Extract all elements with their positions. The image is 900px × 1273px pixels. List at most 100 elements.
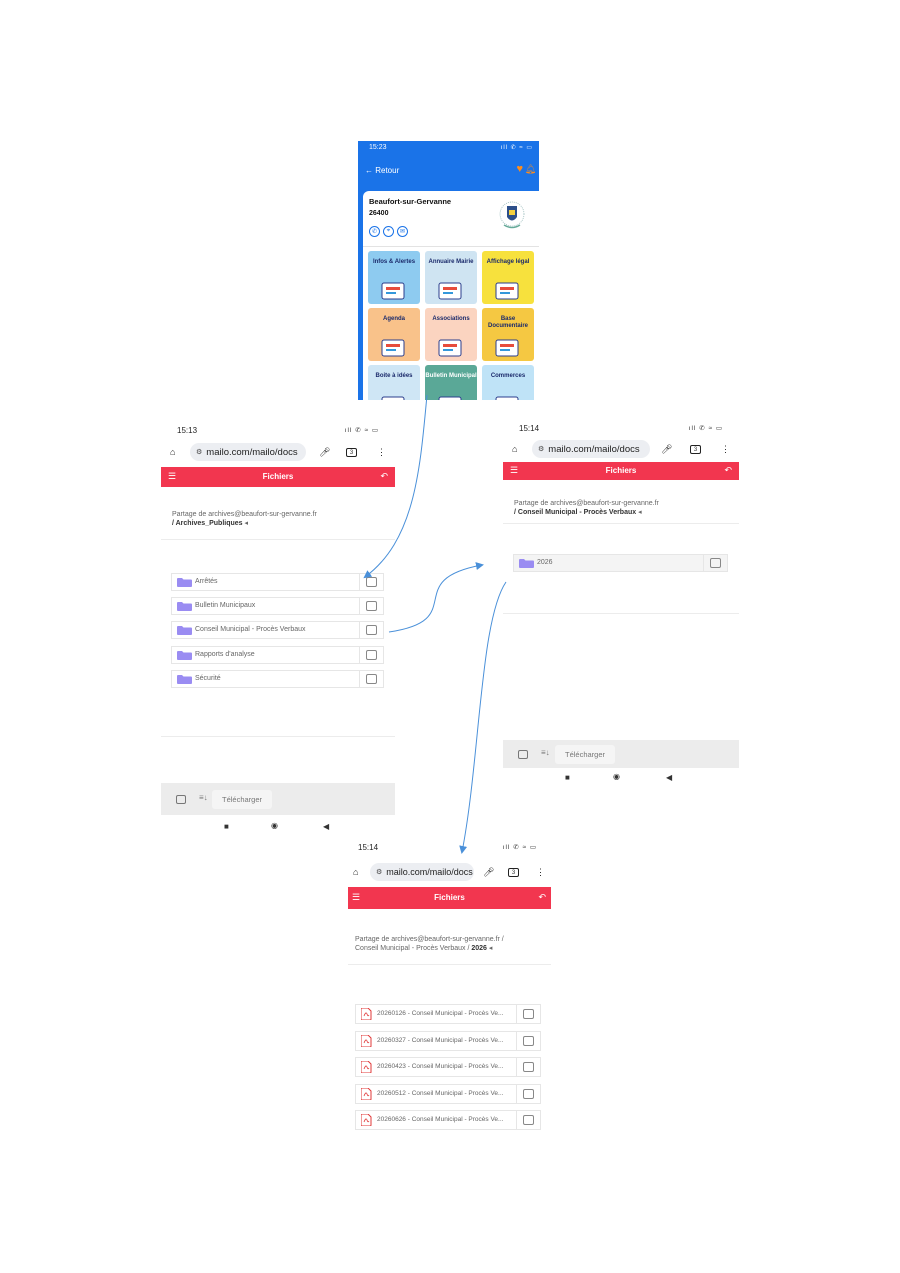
folder-row[interactable]: Arrêtés [171, 573, 384, 591]
tile-infos-alertes[interactable]: Infos & Alertes [368, 251, 420, 304]
folder-row[interactable]: Bulletin Municipaux [171, 597, 384, 616]
row-checkbox[interactable] [523, 1088, 534, 1099]
back-arrow-icon[interactable]: ↶ [380, 471, 388, 481]
screen-2026-files: 15:14 ıll ✆ ≈ ▭ ⌂ ⚙ mailo.com/mailo/docs… [348, 838, 551, 1138]
more-menu-icon[interactable]: ⋮ [721, 444, 730, 454]
url-bar[interactable]: ⚙ mailo.com/mailo/docs [532, 440, 650, 458]
tile-annuaire-mairie[interactable]: Annuaire Mairie [425, 251, 477, 304]
location-icon[interactable]: ⌖ [383, 226, 394, 237]
recents-nav-icon[interactable]: ■ [224, 822, 229, 831]
folder-row[interactable]: Rapports d'analyse [171, 645, 384, 664]
menu-icon[interactable]: ☰ [168, 471, 177, 481]
download-button[interactable]: Télécharger [555, 745, 616, 764]
more-menu-icon[interactable]: ⋮ [536, 867, 545, 877]
tile-label: Associations [432, 316, 470, 322]
heart-icon[interactable]: ♥ [516, 163, 523, 175]
current-folder-path[interactable]: 2026 [471, 945, 487, 952]
folder-name: Bulletin Municipaux [195, 602, 256, 610]
breadcrumb: Partage de archives@beaufort-sur-gervann… [355, 936, 504, 952]
tile-bulletin-municipal[interactable]: Bulletin Municipal [425, 365, 477, 400]
folder-row[interactable]: Sécurité [171, 669, 384, 688]
tab-count-button[interactable]: 3 [508, 868, 519, 877]
bell-icon[interactable]: 🔔︎ [524, 164, 536, 174]
mail-icon[interactable]: ✉ [397, 226, 408, 237]
file-row[interactable]: 20260626 - Conseil Municipal - Procès Ve… [355, 1110, 541, 1130]
sort-icon[interactable]: ≡↓ [199, 793, 208, 802]
fichiers-header: ☰ Fichiers ↶ [348, 887, 551, 909]
row-checkbox[interactable] [523, 1009, 534, 1019]
mic-icon[interactable]: 🎤︎ [661, 444, 673, 454]
select-all-checkbox[interactable] [518, 750, 528, 759]
sort-icon[interactable]: ≡↓ [541, 748, 550, 757]
status-time: 15:23 [369, 144, 387, 151]
mic-icon[interactable]: 🎤︎ [483, 867, 495, 877]
site-settings-icon[interactable]: ⚙ [376, 869, 383, 876]
mic-icon[interactable]: 🎤︎ [319, 447, 331, 457]
home-icon[interactable]: ⌂ [353, 867, 359, 877]
current-folder-path[interactable]: / Conseil Municipal - Procès Verbaux [514, 509, 637, 516]
tile-label: Bulletin Municipal [425, 373, 477, 379]
tile-label: Agenda [382, 316, 405, 322]
row-checkbox[interactable] [710, 558, 721, 568]
file-row[interactable]: 20260512 - Conseil Municipal - Procès Ve… [355, 1083, 541, 1104]
tile-associations[interactable]: Associations [425, 308, 477, 361]
tile-commerces[interactable]: Commerces [482, 365, 534, 400]
row-checkbox[interactable] [366, 625, 377, 636]
menu-icon[interactable]: ☰ [510, 465, 519, 475]
download-button[interactable]: Télécharger [212, 790, 273, 809]
pdf-icon [361, 1008, 372, 1020]
home-nav-icon[interactable]: ◉ [271, 821, 278, 830]
tile-boite-a-idees[interactable]: Boite à idées [368, 365, 420, 400]
tile-label: Affichage légal [486, 259, 530, 265]
current-folder-path[interactable]: / Archives_Publiques [172, 520, 243, 527]
url-bar[interactable]: ⚙ mailo.com/mailo/docs [190, 443, 306, 461]
building-icon [495, 282, 519, 300]
home-icon[interactable]: ⌂ [170, 447, 176, 457]
tile-agenda[interactable]: Agenda [368, 308, 420, 361]
folder-name: Arrêtés [195, 578, 218, 585]
back-button[interactable]: ← Retour [365, 166, 400, 175]
folder-icon [177, 674, 192, 684]
row-checkbox[interactable] [523, 1115, 534, 1125]
menu-icon[interactable]: ☰ [352, 892, 361, 902]
tile-base-documentaire[interactable]: Base Documentaire [482, 308, 534, 361]
site-settings-icon[interactable]: ⚙ [196, 449, 203, 456]
folder-icon [177, 626, 192, 636]
folder-row[interactable]: Conseil Municipal - Procès Verbaux [171, 621, 384, 640]
more-menu-icon[interactable]: ⋮ [377, 447, 386, 457]
row-checkbox[interactable] [523, 1062, 534, 1072]
row-checkbox[interactable] [366, 673, 377, 684]
back-nav-icon[interactable]: ◀ [666, 773, 673, 782]
site-settings-icon[interactable]: ⚙ [538, 446, 545, 453]
phone-icon[interactable]: ✆ [369, 226, 380, 237]
file-row[interactable]: 20260126 - Conseil Municipal - Procès Ve… [355, 1004, 541, 1024]
pdf-icon [361, 1061, 372, 1073]
action-bar: ≡↓ Télécharger [503, 740, 739, 768]
status-icons: ıll ✆ ≈ ▭ [344, 427, 379, 434]
file-row[interactable]: 20260327 - Conseil Municipal - Procès Ve… [355, 1030, 541, 1051]
shop-icon [495, 396, 519, 400]
tab-count-button[interactable]: 3 [690, 445, 701, 454]
parent-folder-path[interactable]: Conseil Municipal - Procès Verbaux / [355, 945, 472, 952]
row-checkbox[interactable] [366, 649, 377, 660]
folder-name: Sécurité [195, 674, 221, 682]
back-arrow-icon[interactable]: ↶ [724, 465, 732, 475]
back-nav-icon[interactable]: ◀ [323, 822, 330, 831]
home-nav-icon[interactable]: ◉ [613, 772, 620, 781]
arrow-app-to-arretes [363, 394, 428, 579]
row-checkbox[interactable] [523, 1035, 534, 1046]
url-bar[interactable]: ⚙ mailo.com/mailo/docs [370, 863, 474, 881]
home-icon[interactable]: ⌂ [512, 444, 518, 454]
tab-count-button[interactable]: 3 [346, 448, 357, 457]
arrow-2026-to-files [459, 581, 507, 854]
file-row[interactable]: 20260423 - Conseil Municipal - Procès Ve… [355, 1057, 541, 1077]
pdf-icon [361, 1114, 372, 1126]
row-checkbox[interactable] [366, 601, 377, 612]
tile-affichage-legal[interactable]: Affichage légal [482, 251, 534, 304]
select-all-checkbox[interactable] [176, 795, 186, 804]
people-icon [438, 339, 462, 357]
back-arrow-icon[interactable]: ↶ [538, 892, 546, 902]
recents-nav-icon[interactable]: ■ [565, 773, 570, 782]
folder-row[interactable]: 2026 [513, 554, 728, 572]
ideas-box-icon [381, 396, 405, 400]
